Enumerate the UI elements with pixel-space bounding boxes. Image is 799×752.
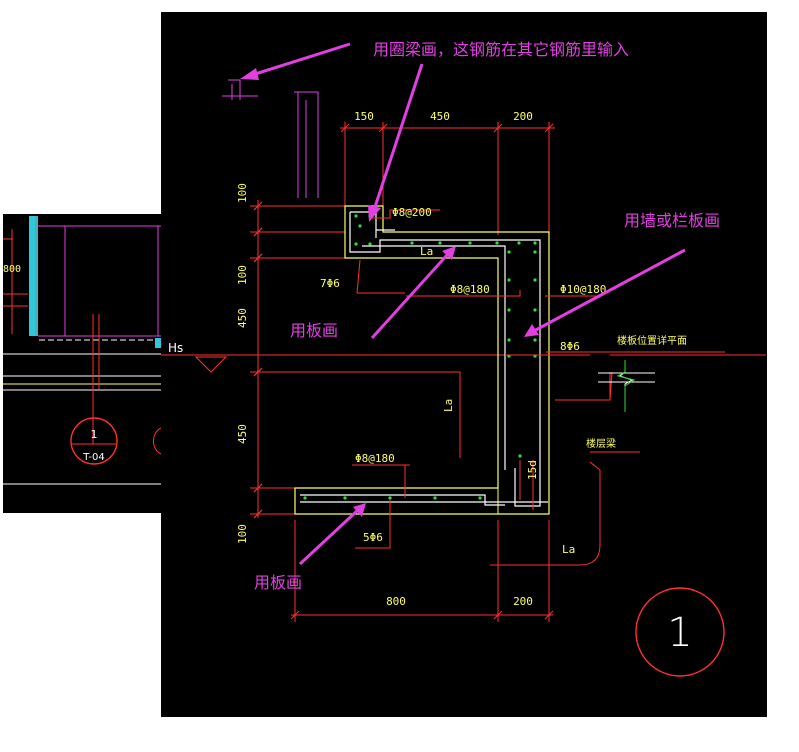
- dim-left-100-top: 100: [236, 183, 249, 203]
- side-cyan-wall: [29, 216, 38, 336]
- side-drawing-canvas: 800 1 T-04: [3, 216, 162, 485]
- annotation-arrowheads: [240, 68, 539, 517]
- side-dim-label: 800: [3, 264, 21, 275]
- main-drawing-canvas: 150 450 200 100 100 450 450 100 800 200 …: [161, 40, 766, 677]
- label-7phi6: 7Φ6: [320, 277, 340, 290]
- label-phi8-200: Φ8@200: [392, 206, 432, 219]
- label-phi10-180: Φ10@180: [560, 283, 606, 296]
- annotation-slab-2: 用板画: [254, 573, 302, 592]
- annotation-wall-or-parapet: 用墙或栏板画: [624, 211, 720, 230]
- hs-level-line: [161, 354, 766, 373]
- label-la-top: La: [420, 245, 433, 258]
- label-15d: 15d: [526, 460, 539, 480]
- bottom-dimension-lines: [290, 520, 554, 622]
- section-mark-circle: [635, 587, 725, 677]
- hs-level-triangle: [194, 356, 228, 373]
- dim-bottom-800: 800: [386, 595, 406, 608]
- dim-top-450: 450: [430, 110, 450, 123]
- side-drawing-panel: 800 1 T-04: [3, 214, 162, 513]
- label-phi8-180-bottom: Φ8@180: [355, 452, 395, 465]
- side-cyan-block: [155, 338, 162, 348]
- label-floor-beam: 楼层梁: [586, 437, 616, 450]
- ring-beam-sketch: [222, 79, 319, 198]
- dim-top-150: 150: [354, 110, 374, 123]
- dim-bottom-200: 200: [513, 595, 533, 608]
- concrete-outline: [294, 205, 550, 515]
- label-floor-slab: 楼板位置详平面: [617, 334, 687, 347]
- dim-left-450-b: 450: [236, 424, 249, 444]
- label-hs: Hs: [168, 341, 183, 355]
- left-dim-ticks: [253, 201, 263, 519]
- section-mark-number: 1: [667, 610, 692, 656]
- side-cyan-edge: [35, 216, 38, 336]
- dim-left-100-mid: 100: [236, 265, 249, 285]
- main-drawing-panel: 150 450 200 100 100 450 450 100 800 200 …: [161, 12, 767, 717]
- side-section-number: 1: [91, 428, 98, 441]
- annotation-arrows: [251, 42, 686, 566]
- label-8phi6: 8Φ6: [560, 340, 580, 353]
- label-la-mid: La: [442, 399, 455, 412]
- label-5phi6: 5Φ6: [363, 531, 383, 544]
- side-partial-circle: [153, 427, 162, 455]
- rebar-lines: [300, 211, 548, 507]
- floor-break-green: [616, 360, 636, 412]
- annotation-ring-beam: 用圈梁画，这钢筋在其它钢筋里输入: [373, 40, 629, 59]
- top-dimension-lines: [340, 122, 555, 235]
- side-sheet-number: T-04: [82, 452, 105, 463]
- leader-lines: [352, 209, 725, 566]
- dim-top-200: 200: [513, 110, 533, 123]
- side-section-circle: [70, 417, 118, 465]
- dim-left-100-bottom: 100: [236, 524, 249, 544]
- dim-left-450-a: 450: [236, 308, 249, 328]
- label-phi8-180-mid: Φ8@180: [450, 283, 490, 296]
- label-la-bottom: La: [562, 543, 575, 556]
- annotation-slab-1: 用板画: [290, 321, 338, 340]
